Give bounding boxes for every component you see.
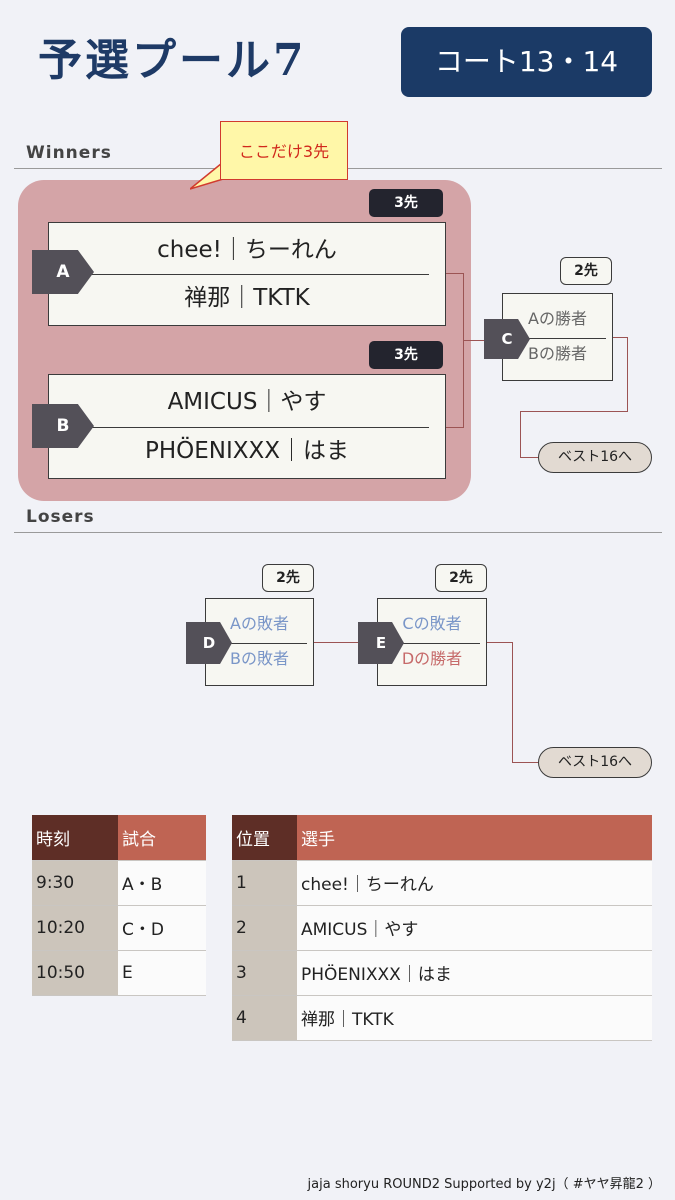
match-c-divider	[509, 338, 606, 339]
seed-player: 禅那｜TKTK	[297, 995, 652, 1041]
connector-b	[446, 427, 464, 428]
match-e-divider	[384, 643, 480, 644]
seed-position: 1	[232, 860, 297, 906]
match-e-slot1: Cの敗者	[402, 614, 462, 633]
connector-e-down	[512, 642, 513, 763]
schedule-match: A・B	[118, 860, 206, 906]
connector-a	[446, 273, 464, 274]
match-d-divider	[212, 643, 307, 644]
connector-c-down2	[520, 411, 521, 458]
match-a-first-to: 3先	[369, 189, 443, 217]
schedule-match: E	[118, 950, 206, 996]
match-a-divider	[91, 274, 429, 275]
seed-player: PHÖENIXXX｜はま	[297, 950, 652, 996]
table-row: 3 PHÖENIXXX｜はま	[232, 950, 652, 996]
page-title: 予選プール7	[38, 35, 307, 86]
seeds-header-row: 位置 選手	[232, 815, 652, 861]
connector-c-across	[520, 411, 628, 412]
callout-note: ここだけ3先	[220, 121, 348, 180]
seed-position: 4	[232, 995, 297, 1041]
winners-label: Winners	[26, 143, 112, 163]
seed-player: AMICUS｜やす	[297, 905, 652, 951]
schedule-time: 9:30	[32, 860, 118, 906]
table-row: 2 AMICUS｜やす	[232, 905, 652, 951]
court-badge: コート13・14	[401, 27, 652, 97]
connector-ab-vertical	[463, 273, 464, 428]
match-d-slot2: Bの敗者	[230, 649, 289, 668]
schedule-time: 10:50	[32, 950, 118, 996]
connector-e-in	[512, 762, 538, 763]
schedule-table: 時刻 試合 9:30 A・B 10:20 C・D 10:50 E	[32, 815, 206, 996]
seed-player: chee!｜ちーれん	[297, 860, 652, 906]
table-row: 10:50 E	[32, 950, 206, 996]
match-a-team2: 禅那｜TKTK	[184, 285, 310, 311]
match-a-card: chee!｜ちーれん 禅那｜TKTK	[48, 222, 446, 326]
schedule-header-row: 時刻 試合	[32, 815, 206, 861]
seeds-table: 位置 選手 1 chee!｜ちーれん 2 AMICUS｜やす 3 PHÖENIX…	[232, 815, 652, 1041]
match-d-first-to: 2先	[262, 564, 314, 592]
match-a-team1: chee!｜ちーれん	[157, 237, 337, 263]
match-c-slot2: Bの勝者	[528, 344, 587, 363]
match-e-first-to: 2先	[435, 564, 487, 592]
match-b-card: AMICUS｜やす PHÖENIXXX｜はま	[48, 374, 446, 479]
schedule-header-match: 試合	[118, 815, 206, 861]
schedule-time: 10:20	[32, 905, 118, 951]
match-b-team1: AMICUS｜やす	[167, 389, 327, 415]
connector-c-out	[613, 337, 627, 338]
match-c-first-to: 2先	[560, 257, 612, 285]
connector-to-c	[463, 340, 503, 341]
losers-label: Losers	[26, 507, 95, 527]
winners-advance-pill: ベスト16へ	[538, 442, 652, 473]
connector-c-in	[520, 457, 538, 458]
match-e-slot2: Dの勝者	[401, 649, 463, 668]
match-c-slot1: Aの勝者	[528, 309, 587, 328]
footer-credit: jaja shoryu ROUND2 Supported by y2j（ #ヤヤ…	[307, 1177, 661, 1192]
table-row: 1 chee!｜ちーれん	[232, 860, 652, 906]
connector-d-e	[314, 642, 378, 643]
losers-advance-pill: ベスト16へ	[538, 747, 652, 778]
match-d-slot1: Aの敗者	[230, 614, 289, 633]
schedule-match: C・D	[118, 905, 206, 951]
seeds-header-position: 位置	[232, 815, 297, 861]
table-row: 4 禅那｜TKTK	[232, 995, 652, 1041]
connector-e-out	[487, 642, 513, 643]
table-row: 9:30 A・B	[32, 860, 206, 906]
connector-c-down	[627, 337, 628, 411]
table-row: 10:20 C・D	[32, 905, 206, 951]
seed-position: 2	[232, 905, 297, 951]
match-b-first-to: 3先	[369, 341, 443, 369]
match-b-team2: PHÖENIXXX｜はま	[144, 438, 350, 464]
seed-position: 3	[232, 950, 297, 996]
seeds-header-player: 選手	[297, 815, 652, 861]
schedule-header-time: 時刻	[32, 815, 118, 861]
losers-divider	[14, 532, 662, 533]
match-b-divider	[91, 427, 429, 428]
